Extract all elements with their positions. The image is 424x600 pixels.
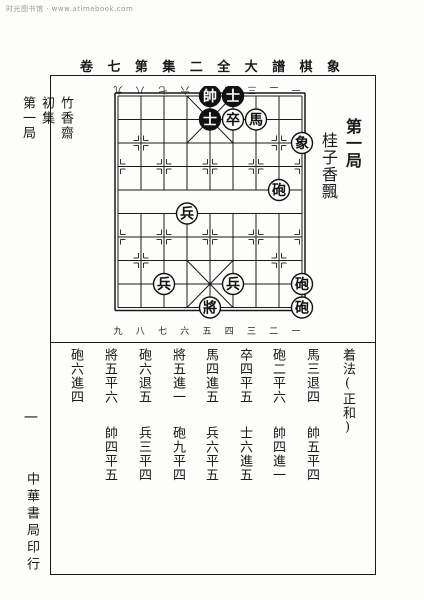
moves-column: 將五進一砲九平四 [168, 348, 198, 482]
header-char: 全 [217, 60, 231, 75]
moves-column: 將五平六帥四平五 [100, 348, 130, 482]
file-number: 八 [135, 327, 145, 337]
header-char: 大 [244, 60, 258, 75]
moves-column: 砲二平六帥四進一 [268, 348, 298, 482]
moves-column: 砲六進四 [66, 348, 96, 426]
moves-column: 馬三退四帥五平四 [302, 348, 332, 482]
move-entry: 馬三退四 [304, 348, 319, 404]
page-frame [50, 75, 376, 575]
move-entry: 帥四進一 [270, 426, 285, 482]
sidebar-publisher: 中華書局印行 [24, 472, 39, 574]
header-char: 棋 [299, 60, 313, 75]
move-entry: 帥五平四 [304, 426, 319, 482]
move-entry: 砲九平四 [170, 426, 185, 482]
header-char: 第 [134, 60, 148, 75]
piece-white: 馬 [244, 108, 268, 131]
sidebar-mark: 一 [22, 410, 38, 424]
file-number: 四 [224, 327, 234, 337]
piece-white: 砲 [290, 272, 314, 296]
watermark: 时光图书馆 · www.atimebook.com [6, 5, 134, 13]
file-number: 七 [157, 327, 167, 337]
piece-label: 象 [295, 135, 309, 152]
move-entry: 兵三平四 [136, 426, 151, 482]
sidebar-title-part: 初集 [39, 96, 54, 126]
header-char: 卷 [80, 60, 94, 75]
move-entry: 將五進一 [170, 348, 185, 404]
file-number: 六 [180, 327, 190, 337]
piece-label: 帥 [203, 88, 217, 105]
file-number: 三 [246, 327, 256, 337]
piece-label: 兵 [226, 276, 240, 293]
move-entry: 砲二平六 [270, 348, 285, 404]
piece-white: 兵 [221, 272, 245, 296]
piece-white: 將 [198, 296, 222, 319]
piece-label: 士 [226, 88, 240, 105]
header-char: 集 [162, 60, 176, 75]
piece-white: 砲 [267, 178, 291, 202]
piece-white: 象 [290, 131, 314, 155]
piece-white: 兵 [152, 272, 176, 296]
piece-black: 帥 [198, 86, 222, 108]
moves-column: 卒四平五士六進五 [235, 348, 265, 482]
xiangqi-board: 帥士士卒馬象砲兵兵兵砲將砲 [114, 86, 314, 319]
piece-label: 士 [203, 112, 217, 129]
header-char: 象 [326, 60, 340, 75]
header-char: 七 [107, 60, 121, 75]
file-number: 九 [113, 327, 123, 337]
board-divider [50, 342, 376, 343]
move-entry: 兵六平五 [203, 426, 218, 482]
piece-black: 士 [198, 108, 222, 131]
file-number: 五 [202, 327, 212, 337]
piece-white: 卒 [221, 108, 245, 131]
move-entry: 砲六進四 [68, 348, 83, 404]
piece-label: 馬 [249, 113, 263, 129]
piece-label: 砲 [295, 300, 309, 317]
board-line [186, 260, 234, 308]
piece-label: 砲 [272, 182, 286, 199]
file-number: 一 [291, 327, 301, 337]
piece-black: 士 [221, 86, 245, 108]
piece-label: 將 [203, 300, 217, 317]
piece-white: 兵 [175, 202, 199, 225]
moves-column: 馬四進五兵六平五 [201, 348, 231, 482]
file-number: 二 [269, 327, 279, 337]
game-name: 桂子香飄 [319, 132, 338, 200]
move-entry: 卒四平五 [237, 348, 252, 404]
piece-label: 兵 [180, 206, 194, 223]
move-entry: 帥四平五 [102, 426, 117, 482]
moves-column: 砲六退五兵三平四 [134, 348, 164, 482]
game-title: 第一局 [343, 118, 362, 169]
move-entry: 砲六退五 [136, 348, 151, 404]
moves-heading: 着法(正和) [340, 348, 355, 436]
move-entry: 將五平六 [102, 348, 117, 404]
piece-label: 砲 [295, 276, 309, 293]
sidebar-book-title: 竹香齋初集第一局 [18, 96, 75, 151]
header-char: 二 [189, 60, 203, 75]
move-entry: 馬四進五 [203, 348, 218, 404]
page-header: 卷七第集二全大譜棋象 [80, 56, 340, 75]
piece-label: 兵 [157, 276, 171, 293]
sidebar-title-part: 竹香齋 [58, 96, 73, 141]
sidebar-title-part: 第一局 [20, 96, 35, 141]
header-char: 譜 [272, 60, 286, 75]
piece-white: 砲 [290, 296, 314, 319]
board-bottom-numbers: 九八七六五四三二一 [111, 324, 303, 337]
piece-label: 卒 [226, 112, 240, 129]
move-entry: 士六進五 [237, 426, 252, 482]
